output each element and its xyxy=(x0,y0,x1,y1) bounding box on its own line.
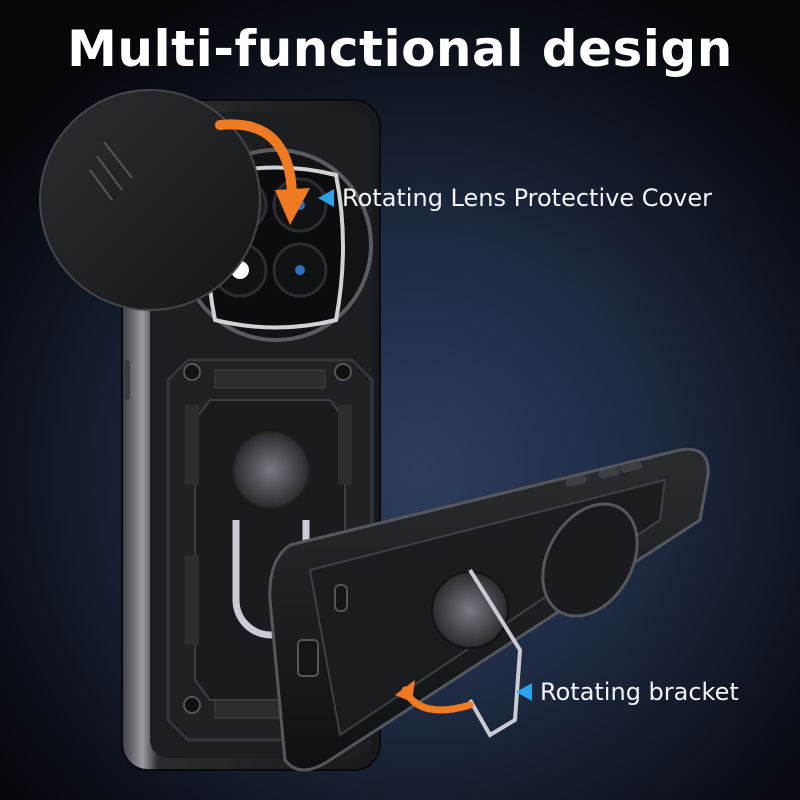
callout-label: Rotating Lens Protective Cover xyxy=(342,184,713,212)
callout-lens-cover: Rotating Lens Protective Cover xyxy=(318,184,712,212)
page-title: Multi-functional design xyxy=(67,20,733,78)
pointer-triangle-icon xyxy=(318,189,334,207)
pointer-triangle-icon xyxy=(516,683,532,701)
rotate-arrow-icon xyxy=(215,119,310,225)
callout-rotating-bracket: Rotating bracket xyxy=(516,678,739,706)
lens-cover-disc xyxy=(39,89,261,311)
rotate-arrow-icon xyxy=(395,680,474,714)
tilted-phone-case xyxy=(268,447,710,772)
callout-label: Rotating bracket xyxy=(540,678,739,706)
